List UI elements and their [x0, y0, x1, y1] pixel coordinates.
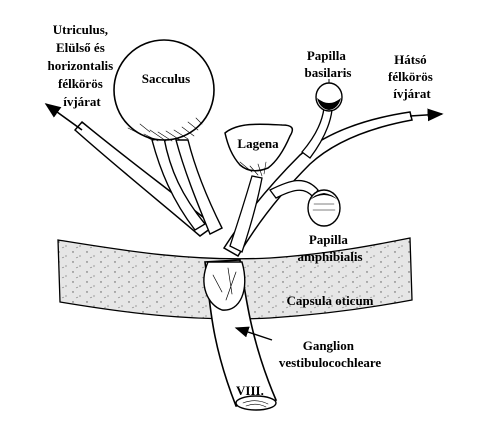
lagena-label: Lagena: [237, 136, 279, 151]
posterior-canal-label: Hátsó félkörös ívjárat: [388, 52, 436, 101]
ganglion-pointer-arrow: [234, 326, 273, 341]
sacculus-sphere: [113, 39, 215, 141]
lagena-body: [224, 123, 294, 172]
sacculus-branch-right: [175, 139, 223, 235]
capsula-oticum-label: Capsula oticum: [286, 293, 373, 308]
papilla-amphibialis-bulb: [307, 189, 341, 227]
ganglion-swelling: [203, 261, 246, 311]
lagena-branch: [229, 175, 263, 253]
nerve-viii-label: VIII.: [236, 383, 264, 398]
utriculus-arrow: [44, 103, 83, 131]
sacculus-label: Sacculus: [142, 71, 190, 86]
papilla-amphibialis-label: Papilla amphibialis: [297, 232, 362, 264]
nerve-cut-end: [235, 395, 277, 411]
papilla-basilaris-label: Papilla basilaris: [305, 48, 352, 80]
posterior-canal-arrow: [409, 108, 444, 122]
ganglion-label: Ganglion vestibulocochleare: [279, 338, 382, 370]
utriculus-label: Utriculus, Elülső és horizontalis félkör…: [48, 22, 117, 109]
